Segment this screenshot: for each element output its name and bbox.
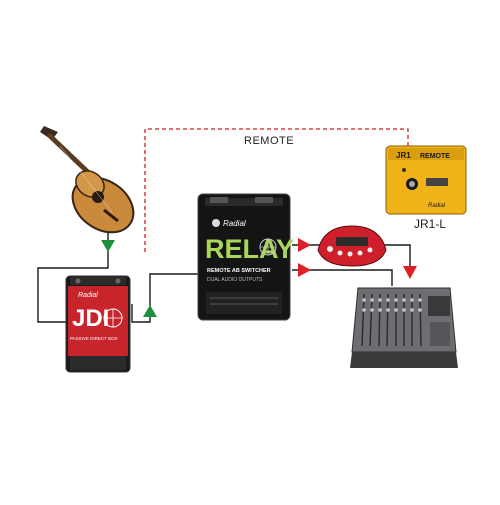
acoustic-guitar-icon <box>40 126 135 234</box>
relay-line2-text: DUAL AUDIO OUTPUTS <box>207 277 263 283</box>
remote-cable <box>144 128 409 252</box>
relay-out-b-arrow <box>298 263 311 277</box>
jdi-brand-text: Radial <box>78 292 98 299</box>
relay-brand-text: Radial <box>223 219 246 228</box>
remote-label: REMOTE <box>244 135 295 147</box>
relay-name-text: RELAY <box>205 234 294 264</box>
guitar-amp-modeler-icon <box>317 225 387 267</box>
jr1-footswitch-icon: JR1 REMOTE Radial <box>385 145 467 215</box>
audio-cables <box>37 232 411 323</box>
jdi-direct-box-icon: Radial JDI PASSIVE DIRECT BOX <box>65 275 131 373</box>
jdi-name-text: JDI <box>72 305 109 332</box>
jdi-out-arrow <box>143 305 157 317</box>
jr1-brand-text: Radial <box>428 203 446 209</box>
relay-switcher-icon: Radial RELAY REMOTE AB SWITCHER DUAL AUD… <box>197 193 294 321</box>
guitar-arrow <box>101 240 115 252</box>
mixer-in-a-arrow <box>403 266 417 279</box>
jdi-subtitle-text: PASSIVE DIRECT BOX <box>70 336 118 341</box>
jr1-caption: JR1-L <box>414 217 447 231</box>
jr1-name-text: JR1 <box>396 151 411 160</box>
relay-out-a-arrow <box>298 238 311 252</box>
relay-line1-text: REMOTE AB SWITCHER <box>207 268 271 274</box>
mixing-console-icon <box>350 287 458 368</box>
jr1-line1-text: REMOTE <box>420 153 450 160</box>
